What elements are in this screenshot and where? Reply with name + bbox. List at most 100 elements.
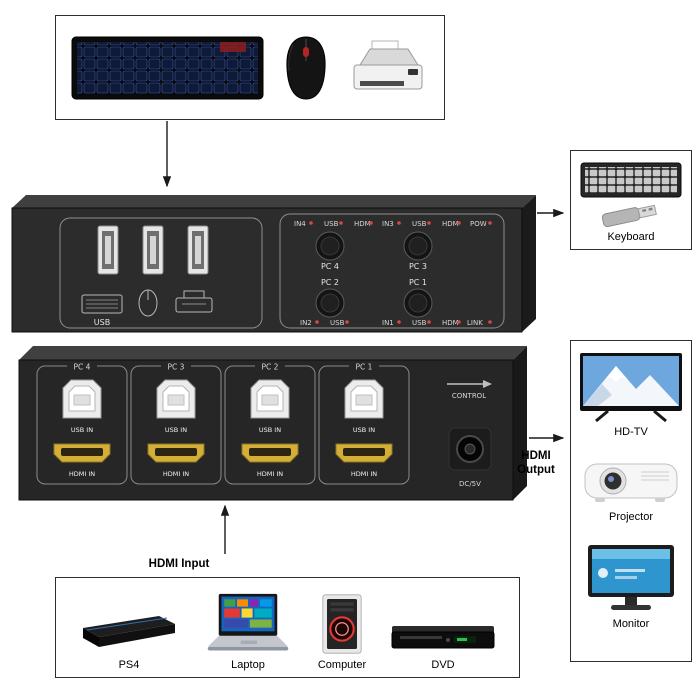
mouse-icon bbox=[138, 289, 158, 317]
control-arrow-icon bbox=[447, 380, 492, 388]
button-section-outline bbox=[279, 213, 505, 329]
keyboard-image bbox=[580, 162, 682, 198]
led-dot bbox=[345, 320, 349, 324]
rear-panel-top-face bbox=[19, 346, 527, 360]
monitor-label: Monitor bbox=[612, 618, 650, 630]
laptop-label: Laptop bbox=[231, 659, 265, 671]
rear-section-pc2: PC 2 USB IN HDMI IN bbox=[224, 361, 316, 485]
led-dot bbox=[427, 320, 431, 324]
front-panel-side-face bbox=[522, 195, 536, 332]
hdmi-in-label: HDMI IN bbox=[257, 470, 283, 478]
led-label: USB bbox=[330, 319, 345, 327]
led-label: USB bbox=[412, 319, 427, 327]
hdmi-in-label: HDMI IN bbox=[351, 470, 377, 478]
dc-power-label: DC/5V bbox=[459, 480, 481, 488]
keyboard-box: Keyboard bbox=[570, 150, 692, 250]
usb-a-port bbox=[142, 225, 164, 275]
hdmi-output-label: HDMI Output bbox=[517, 450, 555, 477]
keyboard-icon bbox=[81, 294, 123, 314]
gaming-keyboard-image bbox=[71, 36, 264, 99]
led-label: IN4 bbox=[294, 220, 306, 228]
kvm-front-panel: USB IN4 USB HDM IN3 USB HDM POW bbox=[11, 195, 536, 333]
led-label: IN1 bbox=[382, 319, 394, 327]
led-dot bbox=[369, 221, 373, 225]
mouse-image bbox=[285, 35, 326, 100]
led-label: HDM bbox=[354, 220, 371, 228]
hdtv-image bbox=[580, 353, 682, 423]
pc4-select-button bbox=[315, 231, 345, 261]
dvd-player-image bbox=[391, 626, 495, 649]
hdmi-input-label: HDMI Input bbox=[148, 558, 210, 570]
printer-image bbox=[353, 40, 423, 89]
led-dot bbox=[397, 221, 401, 225]
rear-panel-side-face bbox=[513, 346, 527, 500]
hdtv-label: HD-TV bbox=[614, 426, 648, 438]
source-item-laptop: Laptop bbox=[202, 592, 294, 671]
led-label: HDM bbox=[442, 220, 459, 228]
source-item-dvd: DVD bbox=[390, 614, 496, 671]
pc-label: PC 2 bbox=[321, 278, 339, 287]
usb-in-label: USB IN bbox=[165, 426, 187, 434]
pc-label: PC 3 bbox=[409, 262, 427, 271]
kvm-rear-panel: PC 4 USB IN HDMI IN PC 3 USB IN HDMI IN bbox=[18, 346, 527, 501]
control-label: CONTROL bbox=[452, 392, 486, 400]
projector-label: Projector bbox=[608, 511, 654, 523]
pc-label: PC 1 bbox=[409, 278, 427, 287]
source-item-ps4: PS4 bbox=[79, 602, 179, 671]
usb-in-label: USB IN bbox=[71, 426, 93, 434]
usb-in-label: USB IN bbox=[353, 426, 375, 434]
led-dot bbox=[457, 221, 461, 225]
rear-pc-label: PC 2 bbox=[262, 363, 279, 372]
rear-section-pc1: PC 1 USB IN HDMI IN bbox=[318, 361, 410, 485]
source-box: PS4 Laptop bbox=[55, 577, 520, 678]
hdmi-in-label: HDMI IN bbox=[163, 470, 189, 478]
rear-pc-label: PC 1 bbox=[356, 363, 373, 372]
led-label: USB bbox=[324, 220, 339, 228]
printer-icon bbox=[175, 290, 213, 313]
usb-a-port bbox=[97, 225, 119, 275]
link-led-label: LINK bbox=[467, 319, 483, 327]
pc1-select-button bbox=[403, 288, 433, 318]
power-led-label: POW bbox=[470, 220, 487, 228]
front-panel-top-face bbox=[12, 195, 536, 208]
pc2-select-button bbox=[315, 288, 345, 318]
ps4-label: PS4 bbox=[118, 659, 140, 671]
led-dot bbox=[315, 320, 319, 324]
rear-section-pc3: PC 3 USB IN HDMI IN bbox=[130, 361, 222, 485]
computer-label: Computer bbox=[317, 659, 367, 671]
rear-pc-label: PC 4 bbox=[74, 363, 91, 372]
link-led-dot bbox=[488, 320, 492, 324]
usb-section-outline bbox=[59, 217, 263, 329]
dvd-label: DVD bbox=[431, 659, 455, 671]
monitor-image bbox=[588, 545, 674, 610]
led-label: USB bbox=[412, 220, 427, 228]
computer-image bbox=[322, 594, 362, 654]
rear-pc-label: PC 3 bbox=[168, 363, 185, 372]
rear-section-pc4: PC 4 USB IN HDMI IN bbox=[36, 361, 128, 485]
projector-image bbox=[584, 463, 678, 502]
ps4-image bbox=[83, 616, 175, 647]
led-label: IN2 bbox=[300, 319, 312, 327]
pc3-select-button bbox=[403, 231, 433, 261]
usb-in-label: USB IN bbox=[259, 426, 281, 434]
led-dot bbox=[457, 320, 461, 324]
pc-label: PC 4 bbox=[321, 262, 339, 271]
led-label: HDM bbox=[442, 319, 459, 327]
hdmi-in-label: HDMI IN bbox=[69, 470, 95, 478]
display-box: HD-TV Projector Monitor bbox=[570, 340, 692, 662]
led-dot bbox=[309, 221, 313, 225]
usb-a-port bbox=[187, 225, 209, 275]
led-label: IN3 bbox=[382, 220, 394, 228]
power-led-dot bbox=[488, 221, 492, 225]
dc-power-jack bbox=[448, 427, 492, 471]
usb-drive-image bbox=[601, 204, 657, 228]
laptop-image bbox=[207, 593, 289, 651]
front-panel-face bbox=[11, 207, 523, 333]
source-item-computer: Computer bbox=[317, 592, 367, 671]
led-dot bbox=[397, 320, 401, 324]
usb-section-label: USB bbox=[94, 318, 110, 327]
keyboard-label: Keyboard bbox=[607, 231, 655, 243]
led-dot bbox=[427, 221, 431, 225]
led-dot bbox=[339, 221, 343, 225]
